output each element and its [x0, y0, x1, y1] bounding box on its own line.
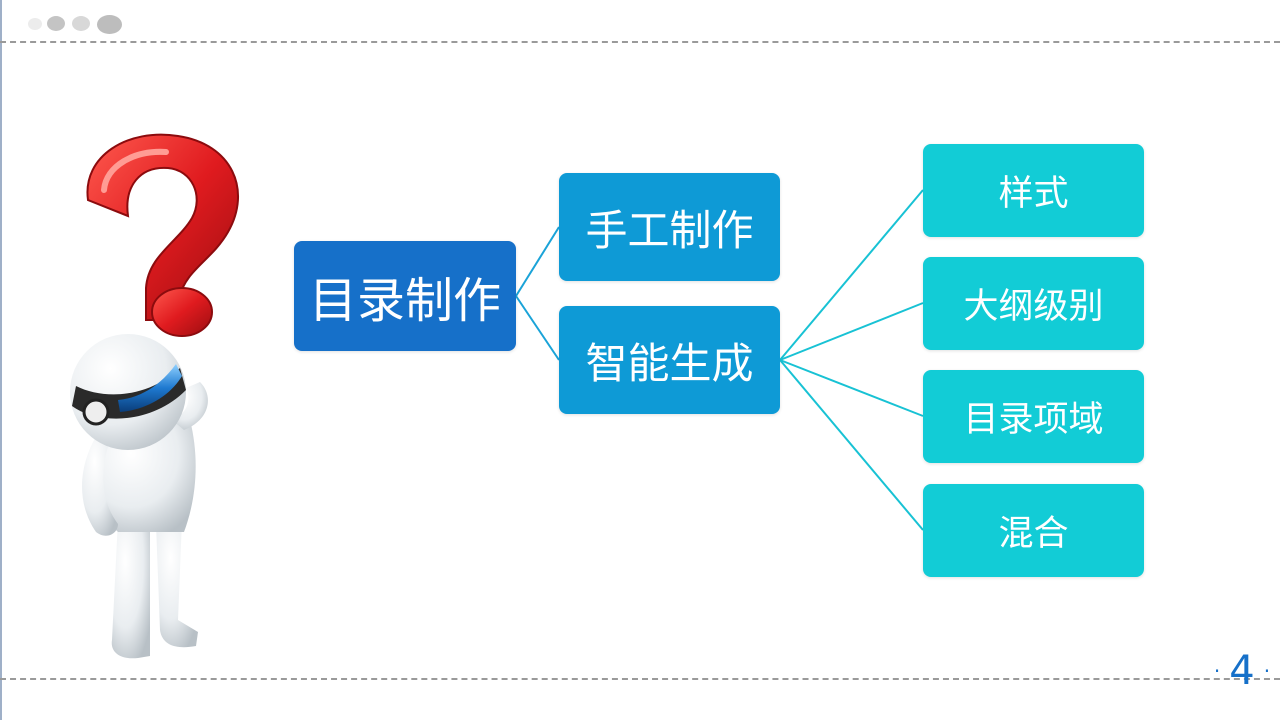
option-node-outline-level: 大纲级别 — [923, 257, 1144, 350]
option-node-label: 目录项域 — [963, 400, 1104, 440]
option-node-label: 混合 — [998, 514, 1069, 554]
page-number-value: 4 — [1229, 648, 1255, 694]
connector-auto-to-field — [779, 359, 924, 417]
connector-auto-to-mixed — [779, 359, 924, 531]
method-node-auto: 智能生成 — [559, 306, 780, 414]
method-node-manual: 手工制作 — [559, 173, 780, 281]
option-node-style: 样式 — [923, 144, 1144, 237]
option-node-toc-field: 目录项域 — [923, 370, 1144, 463]
option-node-mixed: 混合 — [923, 484, 1144, 577]
root-node-label: 目录制作 — [308, 273, 501, 329]
thinking-3d-person-icon — [70, 334, 208, 659]
decor-dot — [28, 18, 42, 30]
decor-dot — [72, 16, 90, 31]
connector-root-to-auto — [515, 295, 560, 361]
connector-root-to-manual — [515, 226, 560, 297]
connector-auto-to-outline — [779, 302, 924, 361]
slide-left-rule — [0, 0, 2, 720]
page-number-mark-left: · — [1213, 659, 1221, 683]
method-node-label: 手工制作 — [585, 205, 754, 255]
method-node-label: 智能生成 — [585, 338, 754, 388]
top-dashed-divider — [0, 41, 1280, 43]
thinking-figure-illustration — [70, 133, 239, 659]
page-number: · 4 · — [1204, 646, 1280, 696]
page-number-mark-right: · — [1263, 659, 1271, 683]
decor-dot — [47, 16, 65, 31]
root-node: 目录制作 — [294, 241, 516, 351]
connector-auto-to-style — [779, 189, 924, 361]
option-node-label: 大纲级别 — [963, 287, 1104, 327]
question-mark-icon — [86, 133, 239, 337]
decor-dot — [97, 15, 122, 34]
bottom-dashed-divider — [0, 678, 1280, 680]
option-node-label: 样式 — [998, 174, 1069, 214]
